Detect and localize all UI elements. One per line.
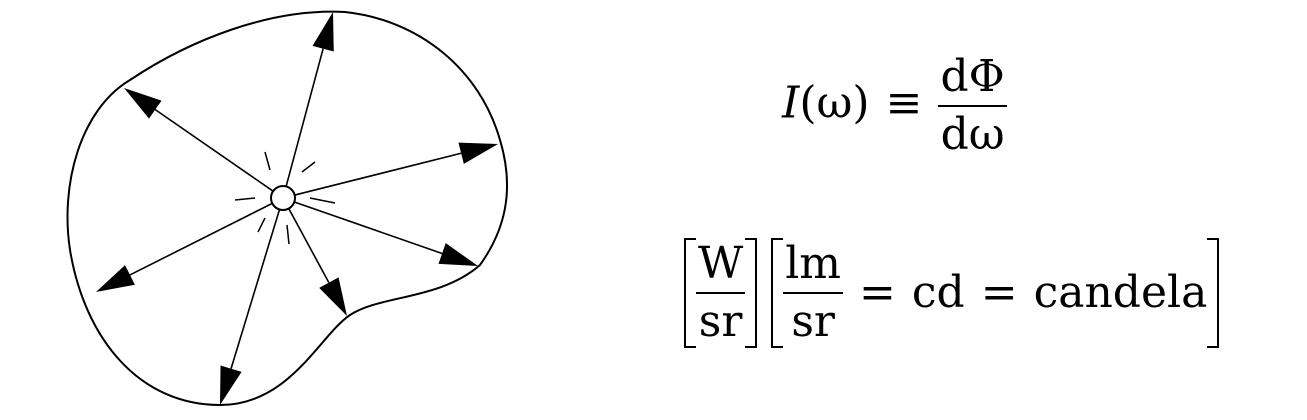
ray-arrowhead-3 bbox=[438, 243, 478, 266]
derivative-fraction: dΦ dω bbox=[938, 51, 1007, 160]
intensity-symbol: I bbox=[782, 77, 800, 129]
ray-shaft-7 bbox=[154, 108, 274, 192]
intensity-argument: (ω) bbox=[799, 77, 870, 129]
steradian-symbol-2: sr bbox=[791, 296, 835, 347]
photometric-unit: lm sr = cd = candela bbox=[771, 238, 1220, 348]
equivalence-sign: ≡ bbox=[885, 77, 923, 129]
point-source bbox=[270, 185, 296, 211]
ray-shaft-4 bbox=[288, 208, 330, 283]
ray-arrowhead-7 bbox=[124, 88, 162, 119]
point-source-diagram bbox=[66, 10, 509, 407]
steradian-symbol: sr bbox=[698, 296, 743, 347]
equals-sign-1: = bbox=[859, 267, 896, 318]
candela-name: candela bbox=[1033, 267, 1208, 318]
emission-ticks bbox=[234, 151, 336, 245]
ray-arrowhead-1 bbox=[312, 12, 334, 52]
ray-arrowhead-6 bbox=[96, 265, 135, 292]
ray-shaft-6 bbox=[129, 202, 273, 276]
ray-arrowhead-5 bbox=[220, 365, 242, 405]
solid-angle-differential: dω bbox=[940, 109, 1005, 160]
intensity-rays bbox=[96, 12, 498, 405]
candela-symbol: cd bbox=[911, 267, 965, 318]
watt-symbol: W bbox=[698, 238, 744, 289]
ray-arrowhead-2 bbox=[458, 142, 498, 164]
ray-shaft-2 bbox=[294, 152, 462, 196]
ray-shaft-5 bbox=[230, 209, 281, 369]
enclosing-surface bbox=[66, 10, 509, 407]
lumen-symbol: lm bbox=[785, 238, 842, 289]
ray-shaft-3 bbox=[294, 201, 443, 255]
equals-sign-2: = bbox=[980, 267, 1018, 318]
ray-arrowhead-4 bbox=[319, 277, 347, 316]
flux-differential: dΦ bbox=[940, 51, 1005, 102]
ray-shaft-1 bbox=[285, 48, 324, 187]
